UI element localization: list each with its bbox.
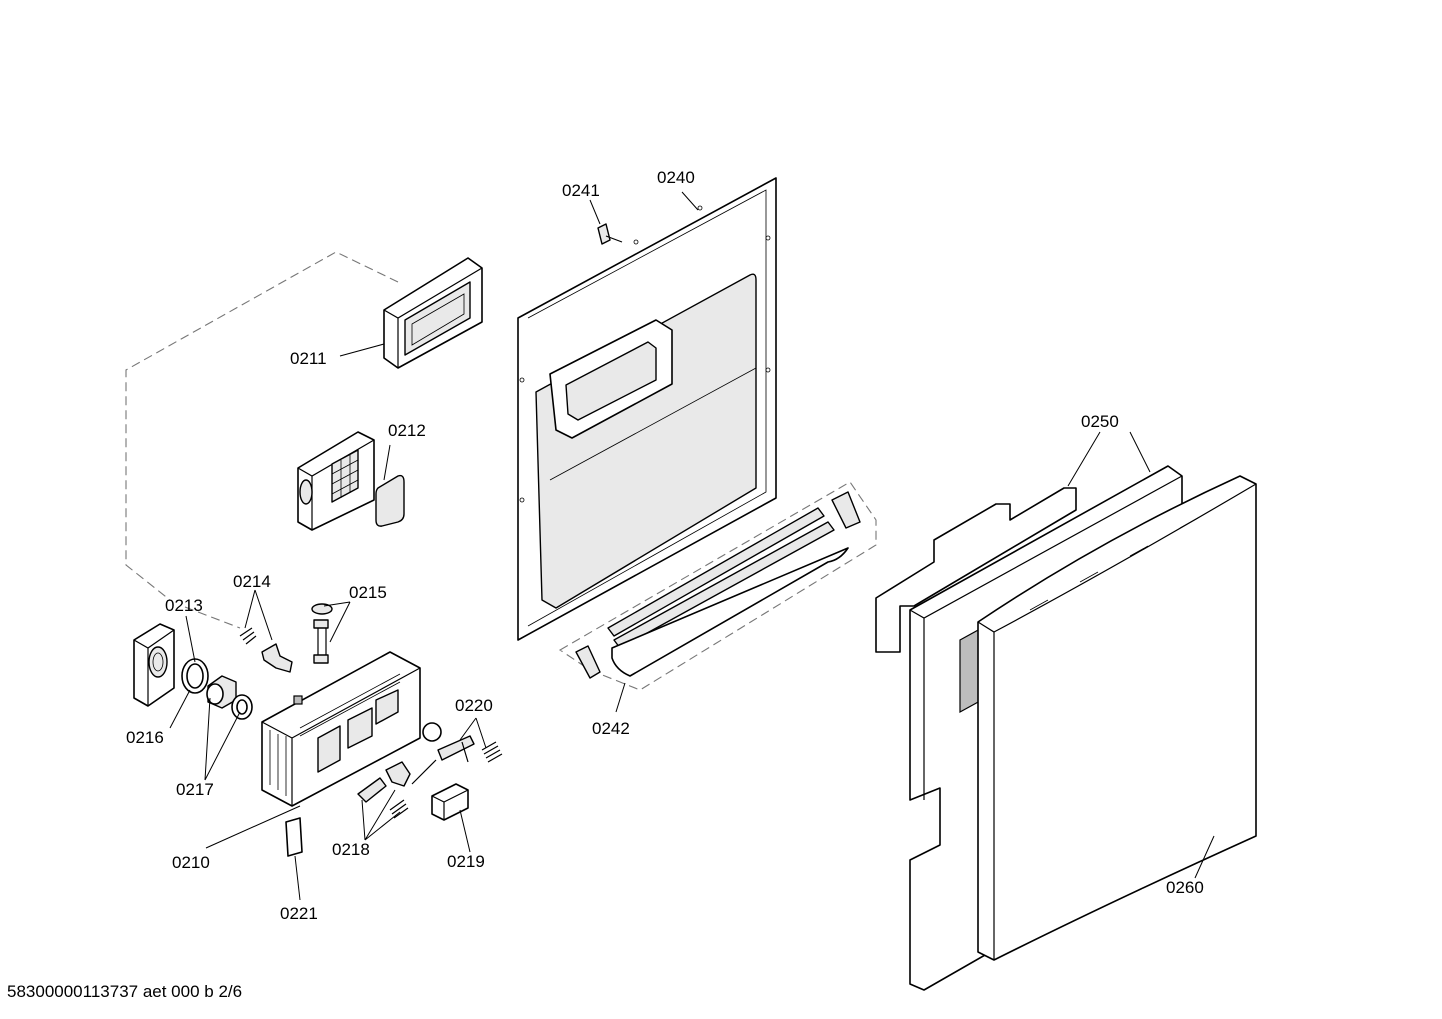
part-0212-seal-pad[interactable] [375,474,405,527]
part-0214-spring[interactable] [239,627,257,645]
leader-lines [169,191,1215,901]
part-0241-screw[interactable] [597,223,623,245]
assembly-outline-0242 [558,481,877,691]
part-0242-hinge-bracket-right[interactable] [831,491,861,529]
part-0221-clip[interactable] [285,817,303,857]
part-0220-pin[interactable] [437,735,475,763]
part-0217-bushing[interactable] [206,675,237,709]
label-0242: 0242 [592,719,630,738]
label-0218: 0218 [332,840,370,859]
part-0210-control-housing[interactable] [261,651,421,807]
label-0217: 0217 [176,780,214,799]
assembly-outline-left [125,251,399,629]
label-0214: 0214 [233,572,271,591]
label-0240: 0240 [657,168,695,187]
label-0260: 0260 [1166,878,1204,897]
label-0241: 0241 [562,181,600,200]
label-0212: 0212 [388,421,426,440]
part-0215-plunger[interactable] [311,603,333,664]
part-0240-inner-door[interactable] [517,177,777,641]
part-0218-cam[interactable] [385,759,437,787]
part-0217-seal-ring[interactable] [181,658,209,694]
label-0213: 0213 [165,596,203,615]
label-0215: 0215 [349,583,387,602]
part-0260-outer-door-panel[interactable] [977,475,1257,961]
label-0219: 0219 [447,852,485,871]
part-0213-handle-cap[interactable] [133,623,175,707]
part-0218-slider[interactable] [357,777,387,803]
part-0219-switch[interactable] [431,783,469,821]
label-0250: 0250 [1081,412,1119,431]
label-0216: 0216 [126,728,164,747]
part-0211-window-frame[interactable] [383,257,483,369]
part-0242-hinge-bracket-left[interactable] [575,645,601,679]
part-0218-spring[interactable] [389,799,409,819]
label-0211: 0211 [290,349,327,368]
drawing-reference-code: 58300000113737 aet 000 b 2/6 [7,982,242,1001]
label-0220: 0220 [455,696,493,715]
part-0217-o-ring[interactable] [231,694,253,720]
part-0214-latch-lever[interactable] [261,643,293,673]
part-0250-insulation-back[interactable] [875,487,1077,653]
part-0242-rail[interactable] [607,507,849,677]
part-0220-ball[interactable] [422,722,442,742]
label-0210: 0210 [172,853,210,872]
label-0221: 0221 [280,904,318,923]
part-0212-vent-grille[interactable] [297,431,375,531]
part-0220-spring[interactable] [481,741,503,763]
